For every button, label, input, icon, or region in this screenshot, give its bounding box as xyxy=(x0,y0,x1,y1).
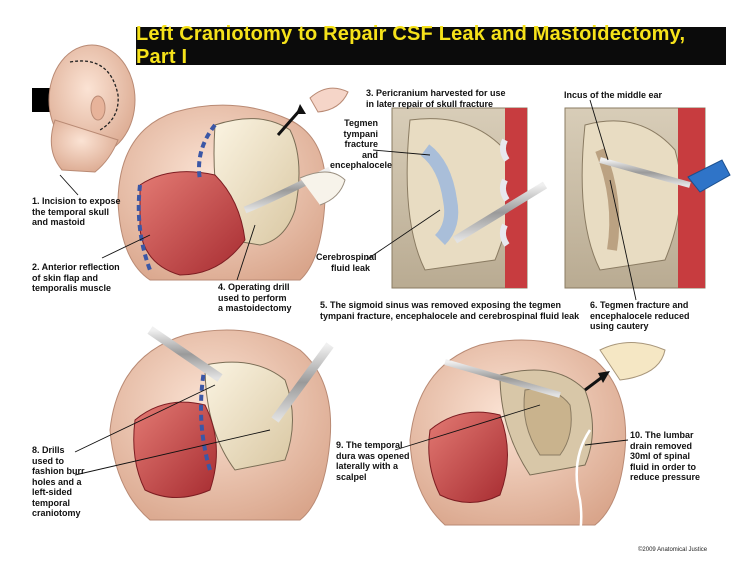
head-illustration-1 xyxy=(48,44,136,173)
pericranium-piece xyxy=(309,87,349,113)
ear-detail-panel-5 xyxy=(391,107,548,289)
label-incus: Incus of the middle ear xyxy=(564,90,663,100)
copyright-notice: ©2009 Anatomical Justice xyxy=(638,547,708,553)
head-illustration-8 xyxy=(109,326,334,521)
head-illustration-9 xyxy=(409,339,666,561)
head-illustration-2 xyxy=(117,104,346,281)
label-step-5: 5. The sigmoid sinus was removed exposin… xyxy=(320,300,580,321)
page-title: Left Craniotomy to Repair CSF Leak and M… xyxy=(136,23,726,68)
leader-lines xyxy=(59,99,637,476)
ear-detail-panel-6 xyxy=(564,107,731,289)
